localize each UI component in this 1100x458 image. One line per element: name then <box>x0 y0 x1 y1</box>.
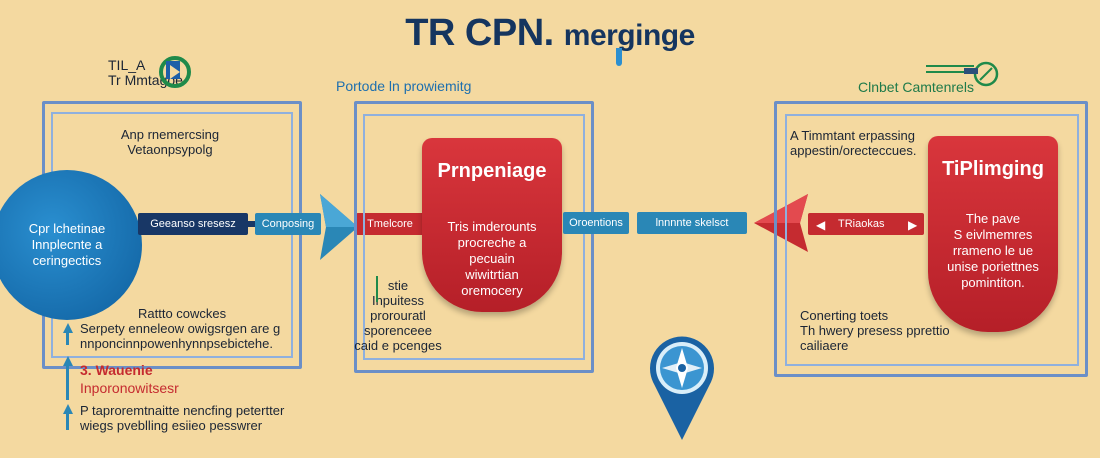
middle-notes: stie Inpuitess prorouratl sporenceee cai… <box>348 278 448 353</box>
arrow-left-glyph-icon: ◀ <box>816 218 826 232</box>
left-panel-heading: Anp rnemercsing Vetaonpsypolg <box>100 127 240 157</box>
key-magnifier-icon <box>926 61 999 87</box>
bottom-left-line1: P taproremtnaitte nencfing petertter <box>80 403 285 418</box>
middle-notes-line1: stie <box>387 278 409 293</box>
waveline-heading: 3. Wauenie <box>80 362 153 378</box>
chip-red-left: Tmelcore <box>356 213 424 235</box>
up-arrow-icon-3 <box>63 404 73 414</box>
right-notes: Conerting toets Th hwery presess ppretti… <box>800 308 970 353</box>
right-card-body1: The pave <box>965 211 1021 226</box>
middle-panel-inner <box>363 114 585 360</box>
waveline-sub: Inporonowitsesr <box>80 380 179 396</box>
up-arrow-stem-1 <box>66 333 69 345</box>
center-card-body4: wiwitrtian <box>465 267 519 282</box>
up-arrow-stem-2 <box>66 366 69 400</box>
right-panel-line2: appestin/orecteccues. <box>790 143 917 158</box>
circle-line3: ceringectics <box>32 253 102 268</box>
right-panel <box>774 101 1088 377</box>
left-notes-line2: Serpety enneleow owigsrgen are g <box>80 321 281 336</box>
map-pin-compass-icon <box>650 336 714 440</box>
right-card-body2: S eivlmemres <box>953 227 1033 242</box>
right-card-body4: unise poriettnes <box>947 259 1039 274</box>
center-card-body1: Tris imderounts <box>447 219 537 234</box>
left-notes-body: Serpety enneleow owigsrgen are g nnponci… <box>80 321 290 351</box>
center-card-body: Tris imderounts procreche a pecuain wiwi… <box>422 219 562 299</box>
left-panel-line2: Vetaonpsypolg <box>127 142 213 157</box>
arrow-right-glyph-icon: ▶ <box>908 218 918 232</box>
up-arrow-icon-2 <box>63 356 73 366</box>
chip-connector <box>246 221 256 227</box>
middle-notes-line4: sporenceee <box>364 323 432 338</box>
right-card-body5: pomintiton. <box>961 275 1025 290</box>
middle-panel <box>354 101 594 373</box>
top-right-label: Clnbet Camtenrels <box>858 79 974 95</box>
right-card-body: The pave S eivlmemres rrameno le ue unis… <box>928 211 1058 291</box>
middle-notes-line5: caid e pcenges <box>354 338 442 353</box>
up-arrow-icon-1 <box>63 323 73 333</box>
center-card-title: Prnpeniage <box>437 160 547 182</box>
page-title: TR CPN. merginge <box>0 12 1100 55</box>
center-card-body5: oremocery <box>461 283 523 298</box>
middle-notes-line3: prorouratl <box>370 308 426 323</box>
center-card-body2: procreche a <box>457 235 527 250</box>
right-panel-line1: A Timmtant erpassing <box>790 128 915 143</box>
middle-notes-line2: Inpuitess <box>371 293 425 308</box>
right-card-body3: rrameno le ue <box>952 243 1034 258</box>
right-notes-line2: Th hwery presess pprettio <box>800 323 950 338</box>
right-panel-heading: A Timmtant erpassing appestin/orecteccue… <box>790 128 930 158</box>
logo-icon <box>159 56 191 88</box>
right-panel-inner <box>785 114 1079 366</box>
chip-navy: Geeanso sresesz <box>138 213 248 235</box>
circle-line1: Cpr lchetinae <box>28 221 106 236</box>
chip-teal-right: lnnnnte skelsct <box>637 212 747 234</box>
up-arrow-stem-3 <box>66 414 69 430</box>
chip-red-right-label: TRiaokas <box>838 218 885 230</box>
center-card-body3: pecuain <box>469 251 515 266</box>
big-arrow-right-icon <box>320 194 358 260</box>
bottom-left-notes: P taproremtnaitte nencfing petertter wie… <box>80 403 300 433</box>
right-notes-line1: Conerting toets <box>800 308 889 323</box>
left-notes-line3: nnponcinnpowenhynnpsebictehe. <box>80 336 273 351</box>
chip-red-right: ◀ TRiaokas ▶ <box>808 213 924 235</box>
left-notes-heading: Rattto cowckes <box>138 306 227 321</box>
left-panel-line1: Anp rnemercsing <box>120 127 220 142</box>
ink-drip-decoration <box>616 48 622 66</box>
title-sub: merginge <box>563 19 696 52</box>
chip-teal-mid: Oroentions <box>563 212 629 234</box>
title-main: TR CPN. <box>405 12 554 54</box>
big-arrow-left-icon <box>754 194 808 252</box>
right-card-title: TiPlimging <box>942 158 1044 180</box>
center-card: Prnpeniage Tris imderounts procreche a p… <box>422 138 562 312</box>
top-middle-label: Portode ln prowiemitg <box>336 78 472 94</box>
right-card: TiPlimging The pave S eivlmemres rrameno… <box>928 136 1058 332</box>
bottom-left-line2: wiegs pveblling esiieo pesswrer <box>80 418 263 433</box>
process-circle: Cpr lchetinae Innplecnte a ceringectics <box>0 170 142 320</box>
right-notes-line3: cailiaere <box>800 338 849 353</box>
circle-line2: Innplecnte a <box>31 237 103 252</box>
chip-teal-left: Conposing <box>255 213 321 235</box>
top-left-line1: TIL_A <box>108 57 146 73</box>
middle-notes-marker <box>376 276 378 302</box>
